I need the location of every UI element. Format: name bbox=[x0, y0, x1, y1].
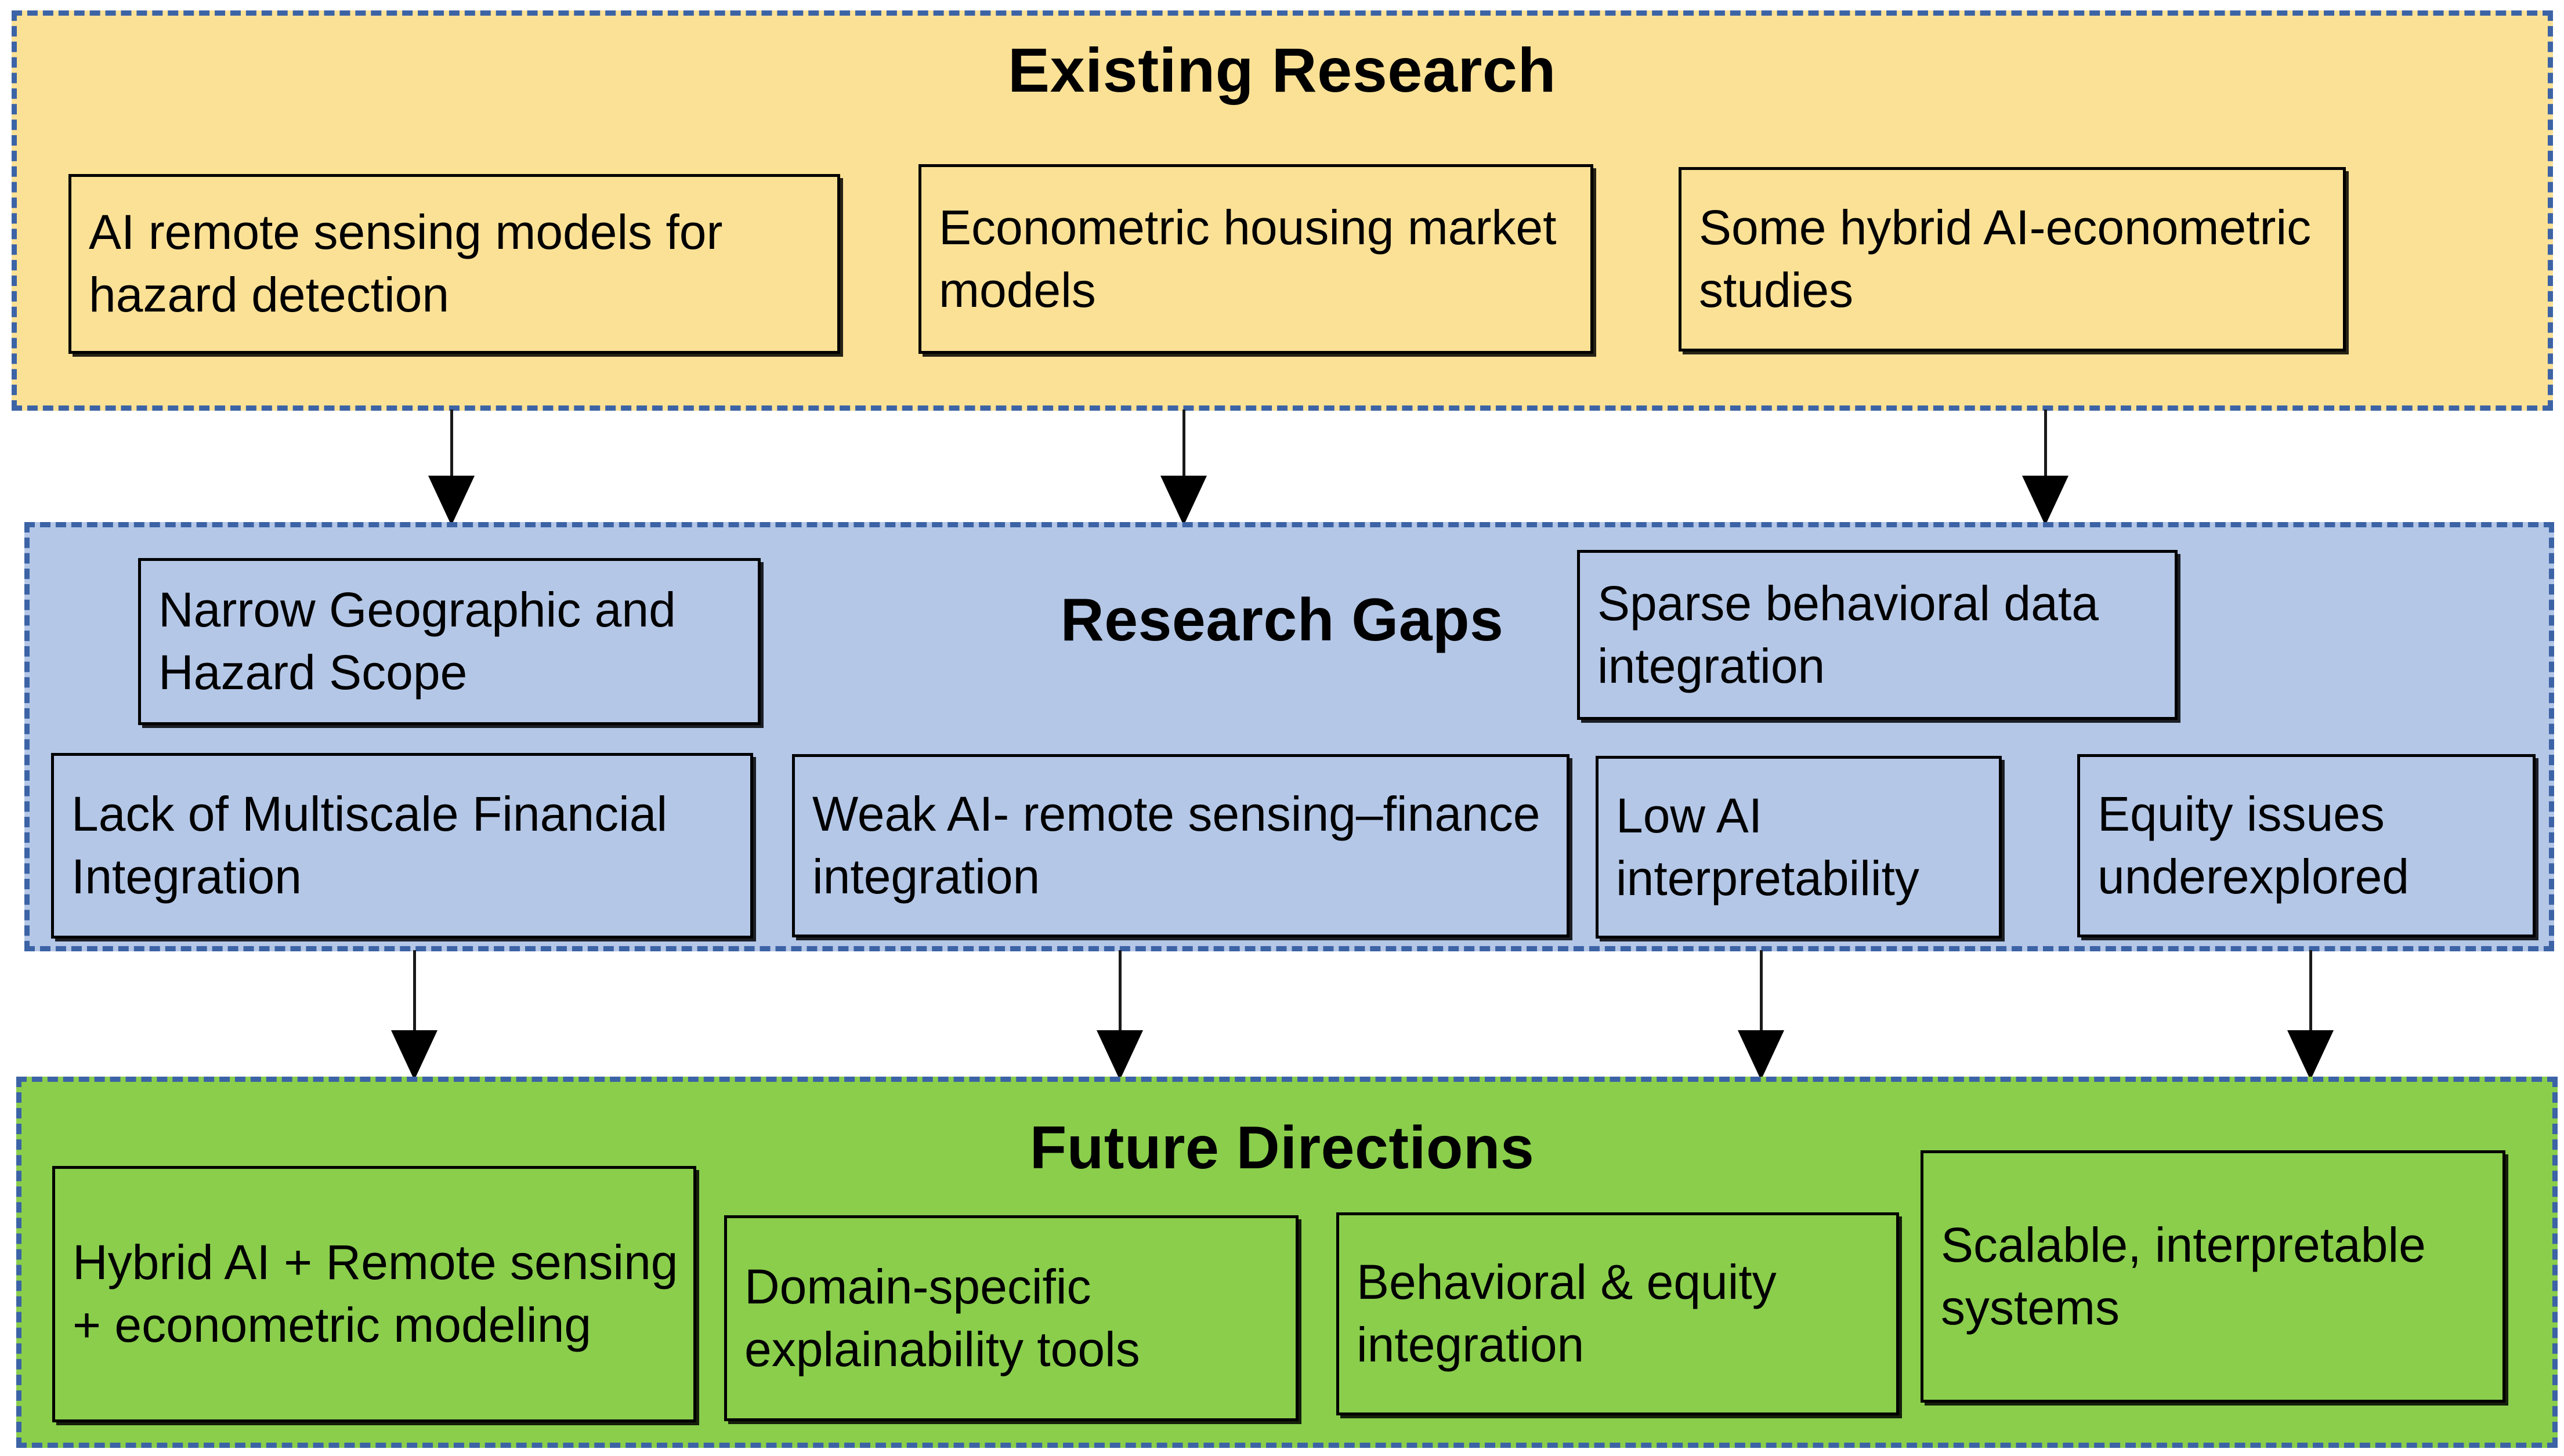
item-box-low-ai-interpretability[interactable]: Low AI interpretability bbox=[1596, 756, 2002, 939]
arrow-head bbox=[391, 1030, 437, 1080]
item-box-narrow-geographic-hazard-scope[interactable]: Narrow Geographic and Hazard Scope bbox=[138, 558, 761, 725]
item-label: Scalable, interpretable systems bbox=[1941, 1217, 2426, 1335]
item-box-ai-remote-sensing-models[interactable]: AI remote sensing models for hazard dete… bbox=[68, 174, 840, 354]
arrow-shaft bbox=[1760, 950, 1763, 1033]
arrow-down-icon bbox=[2284, 950, 2337, 1080]
item-label: Econometric housing market models bbox=[939, 200, 1557, 317]
section-title-future-directions: Future Directions bbox=[1029, 1114, 1535, 1182]
arrow-head bbox=[2287, 1030, 2334, 1080]
arrow-shaft bbox=[450, 410, 453, 478]
arrow-head bbox=[428, 476, 475, 526]
item-label: Lack of Multiscale Financial Integration bbox=[71, 787, 668, 904]
item-label: Narrow Geographic and Hazard Scope bbox=[158, 582, 676, 700]
item-box-domain-specific-explainability-tools[interactable]: Domain-specific explainability tools bbox=[724, 1215, 1299, 1421]
arrow-shaft bbox=[413, 950, 416, 1033]
item-label: Equity issues underexplored bbox=[2098, 787, 2410, 904]
arrow-head bbox=[2022, 476, 2068, 526]
section-title-research-gaps: Research Gaps bbox=[1060, 586, 1504, 654]
item-box-lack-of-multiscale-financial-integration[interactable]: Lack of Multiscale Financial Integration bbox=[51, 753, 753, 939]
item-label: Some hybrid AI-econometric studies bbox=[1699, 200, 2312, 317]
item-label: Low AI interpretability bbox=[1616, 788, 1919, 906]
arrow-shaft bbox=[1182, 410, 1185, 478]
item-label: Domain-specific explainability tools bbox=[744, 1259, 1140, 1377]
item-box-hybrid-ai-remote-sensing-econometric-modeling[interactable]: Hybrid AI + Remote sensing + econometric… bbox=[52, 1166, 696, 1422]
item-box-scalable-interpretable-systems[interactable]: Scalable, interpretable systems bbox=[1921, 1150, 2505, 1403]
arrow-down-icon bbox=[1094, 950, 1146, 1080]
item-box-hybrid-ai-econometric-studies[interactable]: Some hybrid AI-econometric studies bbox=[1679, 167, 2346, 352]
item-label: AI remote sensing models for hazard dete… bbox=[89, 205, 723, 322]
arrow-head bbox=[1738, 1030, 1784, 1080]
arrow-down-icon bbox=[388, 950, 440, 1080]
section-title-existing-research: Existing Research bbox=[1008, 35, 1556, 105]
item-box-weak-ai-remote-sensing-finance-integration[interactable]: Weak AI- remote sensing–finance integrat… bbox=[792, 754, 1569, 937]
item-label: Sparse behavioral data integration bbox=[1597, 575, 2099, 693]
item-label: Weak AI- remote sensing–finance integrat… bbox=[812, 787, 1540, 904]
item-box-econometric-housing-market-models[interactable]: Econometric housing market models bbox=[918, 164, 1593, 354]
arrow-down-icon bbox=[2019, 410, 2071, 526]
item-label: Behavioral & equity integration bbox=[1357, 1255, 1777, 1372]
arrow-down-icon bbox=[425, 410, 478, 526]
arrow-head bbox=[1097, 1030, 1143, 1080]
item-box-equity-issues-underexplored[interactable]: Equity issues underexplored bbox=[2077, 754, 2536, 937]
arrow-shaft bbox=[1119, 950, 1122, 1033]
arrow-shaft bbox=[2309, 950, 2312, 1033]
arrow-down-icon bbox=[1158, 410, 1210, 526]
arrow-shaft bbox=[2044, 410, 2047, 478]
arrow-down-icon bbox=[1735, 950, 1787, 1080]
item-label: Hybrid AI + Remote sensing + econometric… bbox=[73, 1235, 678, 1352]
item-box-sparse-behavioral-data-integration[interactable]: Sparse behavioral data integration bbox=[1577, 550, 2178, 720]
item-box-behavioral-equity-integration[interactable]: Behavioral & equity integration bbox=[1336, 1212, 1899, 1415]
arrow-head bbox=[1160, 476, 1207, 526]
